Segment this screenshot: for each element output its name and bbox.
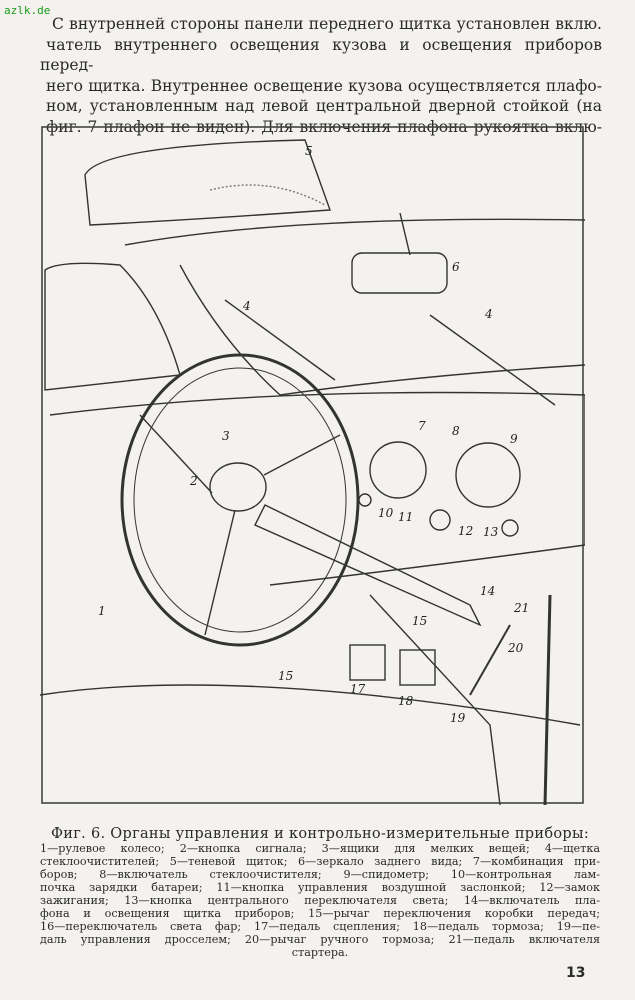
dashboard-illustration: 1 2 3 4 4 5 6 7 8 9 10 11 12 13 14 15 15… xyxy=(40,126,585,805)
figure-label: 15 xyxy=(412,614,427,628)
caption-line: фона и освещения щитка приборов; 15—рыча… xyxy=(40,907,600,920)
horn-button xyxy=(209,462,267,512)
paragraph-line: С внутренней стороны панели переднего щи… xyxy=(52,15,602,33)
figure-label: 11 xyxy=(398,510,413,524)
figure-label: 6 xyxy=(452,260,460,274)
figure-label: 17 xyxy=(350,682,366,696)
figure-label: 9 xyxy=(510,432,518,446)
steering-column xyxy=(254,504,482,627)
windshield-top xyxy=(124,218,585,246)
figure-label: 8 xyxy=(452,424,460,438)
figure-label: 1 xyxy=(98,604,106,618)
figure-frame xyxy=(41,126,584,804)
caption-line: 1—рулевое колесо; 2—кнопка сигнала; 3—ящ… xyxy=(40,842,600,855)
figure-label: 7 xyxy=(418,419,426,433)
figure-label: 4 xyxy=(242,299,251,313)
caption-line: стеклоочистителей; 5—теневой щиток; 6—зе… xyxy=(40,855,600,868)
figure-label: 14 xyxy=(480,584,495,598)
figure-label: 19 xyxy=(450,711,466,725)
caption-legend: 1—рулевое колесо; 2—кнопка сигнала; 3—ящ… xyxy=(40,842,600,959)
figure-label: 3 xyxy=(222,429,230,443)
throttle-pedal xyxy=(469,624,511,696)
figure-label: 12 xyxy=(458,524,473,538)
door-window xyxy=(44,262,181,391)
figure-label: 4 xyxy=(484,307,493,321)
caption-line: 16—переключатель света фар; 17—педаль сц… xyxy=(40,920,600,933)
paragraph-line: чатель внутреннего освещения кузова и ос… xyxy=(40,35,602,75)
paragraph-line: ном, установленным над левой центральной… xyxy=(46,97,602,115)
figure-label: 5 xyxy=(305,144,313,158)
dashboard-panel xyxy=(49,391,585,586)
figure-label: 18 xyxy=(398,694,414,708)
figure-label: 21 xyxy=(513,601,529,615)
page-number: 13 xyxy=(566,965,586,981)
sun-visor xyxy=(84,139,331,226)
caption-line: боров; 8—включатель стеклоочистителя; 9—… xyxy=(40,868,600,881)
figure-label: 13 xyxy=(483,525,499,539)
steering-wheel xyxy=(120,353,360,647)
wiper xyxy=(429,314,556,406)
speedometer xyxy=(455,442,521,508)
paragraph-line: него щитка. Внутреннее освещение кузова … xyxy=(46,76,602,95)
body-paragraph: С внутренней стороны панели переднего щи… xyxy=(40,14,602,137)
instrument-cluster xyxy=(369,441,427,499)
figure-caption: Фиг. 6. Органы управления и контрольно-и… xyxy=(40,826,600,959)
figure-label: 15 xyxy=(278,669,293,683)
wiper xyxy=(224,299,336,381)
figure-label: 20 xyxy=(507,641,524,655)
caption-line: зажигания; 13—кнопка центрального перекл… xyxy=(40,894,600,907)
handbrake-lever xyxy=(543,594,552,805)
caption-line: даль управления дросселем; 20—рычаг ручн… xyxy=(40,933,600,946)
caption-title: Фиг. 6. Органы управления и контрольно-и… xyxy=(50,826,590,842)
clutch-pedal xyxy=(349,644,386,681)
caption-line: стартера. xyxy=(291,946,349,959)
brake-pedal xyxy=(399,649,436,686)
watermark: azlk.de xyxy=(4,4,51,17)
caption-line: почка зарядки батареи; 11—кнопка управле… xyxy=(40,881,600,894)
figure-label: 10 xyxy=(378,506,394,520)
figure-label: 2 xyxy=(189,474,198,488)
rear-view-mirror xyxy=(351,252,448,294)
